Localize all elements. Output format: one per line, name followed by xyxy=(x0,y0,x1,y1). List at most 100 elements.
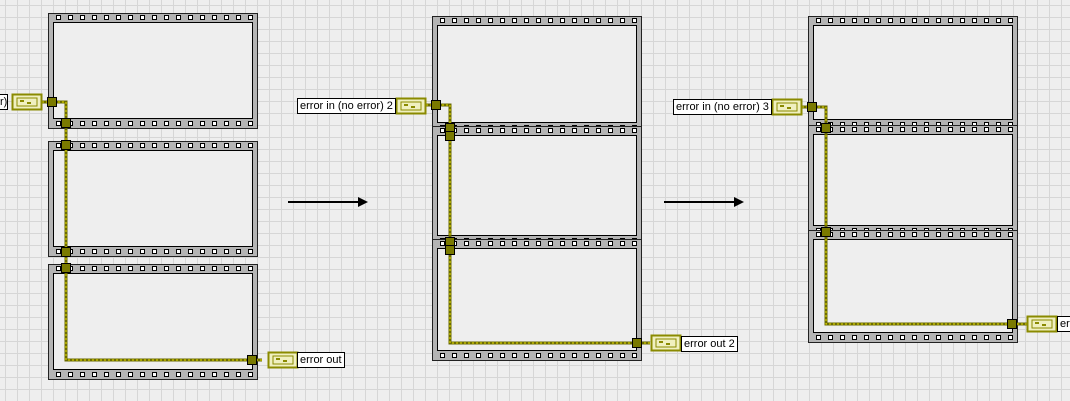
sprocket-hole xyxy=(960,18,965,23)
sprocket-hole xyxy=(912,335,917,340)
sprocket-hole xyxy=(876,127,881,132)
sequence-frame-2a[interactable] xyxy=(432,16,642,133)
sprocket-hole xyxy=(828,18,833,23)
sprocket-hole xyxy=(80,249,85,254)
sprocket-hole xyxy=(876,18,881,23)
sprocket-hole xyxy=(608,128,613,133)
sprocket-hole xyxy=(864,127,869,132)
sprocket-hole xyxy=(128,249,133,254)
right-arrow-icon xyxy=(734,197,744,207)
sprocket-hole xyxy=(164,15,169,20)
tunnel xyxy=(1007,319,1017,329)
cluster-glyph xyxy=(780,105,784,107)
sprocket-hole xyxy=(984,232,989,237)
sprocket-hole xyxy=(248,372,253,377)
sprocket-hole xyxy=(224,249,229,254)
cluster-glyph xyxy=(1035,322,1039,324)
cluster-glyph xyxy=(16,97,38,107)
frame-pane xyxy=(53,22,253,119)
sequence-frame-3c[interactable] xyxy=(808,230,1018,343)
sprocket-hole xyxy=(104,15,109,20)
sprocket-hole xyxy=(632,128,637,133)
sequence-frame-1c[interactable] xyxy=(48,264,258,380)
cluster-glyph xyxy=(276,358,280,360)
sprocket-hole xyxy=(92,143,97,148)
sequence-frame-1a[interactable] xyxy=(48,13,258,129)
sprocket-hole xyxy=(116,249,121,254)
sprocket-hole xyxy=(984,335,989,340)
sprocket-hole xyxy=(212,121,217,126)
sprocket-hole xyxy=(248,143,253,148)
error-in-label-2[interactable]: error in (no error) 2 xyxy=(297,98,396,114)
sprocket-hole xyxy=(80,372,85,377)
sprocket-hole xyxy=(164,266,169,271)
cluster-glyph xyxy=(655,338,677,348)
sprocket-hole xyxy=(212,249,217,254)
sprocket-hole xyxy=(584,18,589,23)
sprocket-hole xyxy=(972,335,977,340)
frame-pane xyxy=(437,135,637,236)
sequence-frame-3b[interactable] xyxy=(808,125,1018,236)
sprocket-hole xyxy=(888,127,893,132)
sprocket-hole xyxy=(852,232,857,237)
sprocket-hole xyxy=(972,127,977,132)
sprocket-hole xyxy=(176,249,181,254)
sprocket-hole xyxy=(164,143,169,148)
error-in-label-3[interactable]: error in (no error) 3 xyxy=(673,99,772,115)
sprocket-hole xyxy=(104,266,109,271)
sprocket-hole xyxy=(948,18,953,23)
sprocket-hole xyxy=(632,241,637,246)
sprocket-hole xyxy=(464,128,469,133)
error-out-label-2[interactable]: error out 2 xyxy=(681,336,738,352)
sprocket-hole xyxy=(188,15,193,20)
sprocket-hole xyxy=(560,353,565,358)
sprocket-hole xyxy=(608,353,613,358)
sprocket-hole xyxy=(1008,232,1013,237)
sprocket-hole xyxy=(248,15,253,20)
sequence-frame-2c[interactable] xyxy=(432,239,642,361)
sprocket-hole xyxy=(512,353,517,358)
sprocket-hole xyxy=(864,335,869,340)
right-arrow-icon xyxy=(358,197,368,207)
sprocket-hole xyxy=(104,372,109,377)
sprocket-hole xyxy=(164,372,169,377)
sprocket-hole xyxy=(500,241,505,246)
sprocket-hole xyxy=(152,266,157,271)
sprocket-hole xyxy=(140,249,145,254)
sprocket-hole xyxy=(236,266,241,271)
sprocket-hole xyxy=(56,266,61,271)
sprocket-hole xyxy=(960,335,965,340)
tunnel xyxy=(821,227,831,237)
error-out-label-1[interactable]: error out xyxy=(297,352,345,368)
sprocket-hole xyxy=(596,128,601,133)
sprocket-hole xyxy=(212,266,217,271)
cluster-glyph xyxy=(411,106,415,108)
error-in-label-1[interactable]: r) xyxy=(0,94,8,110)
sequence-frame-2b[interactable] xyxy=(432,126,642,246)
error-out-label-3[interactable]: er xyxy=(1057,316,1070,332)
sprocket-hole xyxy=(200,121,205,126)
sequence-frame-3a[interactable] xyxy=(808,16,1018,130)
sprocket-hole xyxy=(80,121,85,126)
sprocket-hole xyxy=(972,18,977,23)
sprocket-hole xyxy=(236,15,241,20)
sprocket-hole xyxy=(116,143,121,148)
sprocket-hole xyxy=(80,266,85,271)
error-out-terminal-1 xyxy=(267,351,299,369)
sprocket-hole xyxy=(936,18,941,23)
sprocket-hole xyxy=(56,121,61,126)
sprocket-hole xyxy=(116,15,121,20)
sprocket-hole xyxy=(840,335,845,340)
sprocket-hole xyxy=(176,266,181,271)
sprocket-hole xyxy=(512,241,517,246)
sequence-frame-1b[interactable] xyxy=(48,141,258,257)
sprocket-hole xyxy=(476,241,481,246)
sprocket-hole xyxy=(584,241,589,246)
sprocket-hole xyxy=(476,353,481,358)
sprocket-hole xyxy=(960,232,965,237)
sprocket-hole xyxy=(488,241,493,246)
sprocket-hole xyxy=(852,18,857,23)
sprocket-hole xyxy=(912,232,917,237)
sprocket-hole xyxy=(200,15,205,20)
sprocket-hole xyxy=(972,232,977,237)
